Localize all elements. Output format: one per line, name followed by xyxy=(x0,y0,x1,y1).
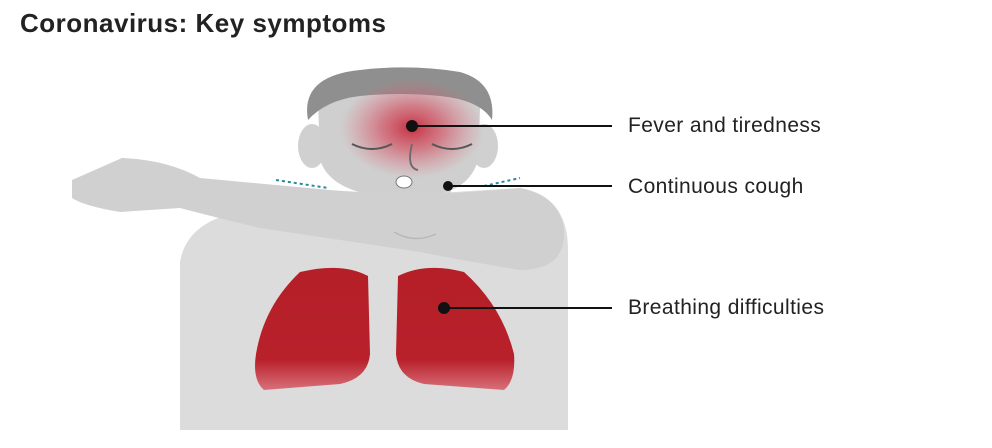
nose xyxy=(409,143,419,171)
symptom-label-breathing: Breathing difficulties xyxy=(628,296,825,319)
right-lung xyxy=(396,267,515,390)
right-eye xyxy=(431,143,473,150)
raised-arm xyxy=(72,158,565,270)
callout-breathing xyxy=(438,302,612,314)
left-ear xyxy=(298,124,326,168)
callout-fever xyxy=(406,120,612,132)
cough-lines xyxy=(275,177,521,189)
symptom-label-cough: Continuous cough xyxy=(628,175,804,198)
elbow-crease xyxy=(393,231,437,240)
page-title: Coronavirus: Key symptoms xyxy=(20,8,387,38)
left-lung xyxy=(255,267,370,390)
callout-cough xyxy=(443,181,612,191)
left-eye xyxy=(351,143,393,150)
symptom-label-fever: Fever and tiredness xyxy=(628,114,822,137)
mouth xyxy=(395,175,413,189)
